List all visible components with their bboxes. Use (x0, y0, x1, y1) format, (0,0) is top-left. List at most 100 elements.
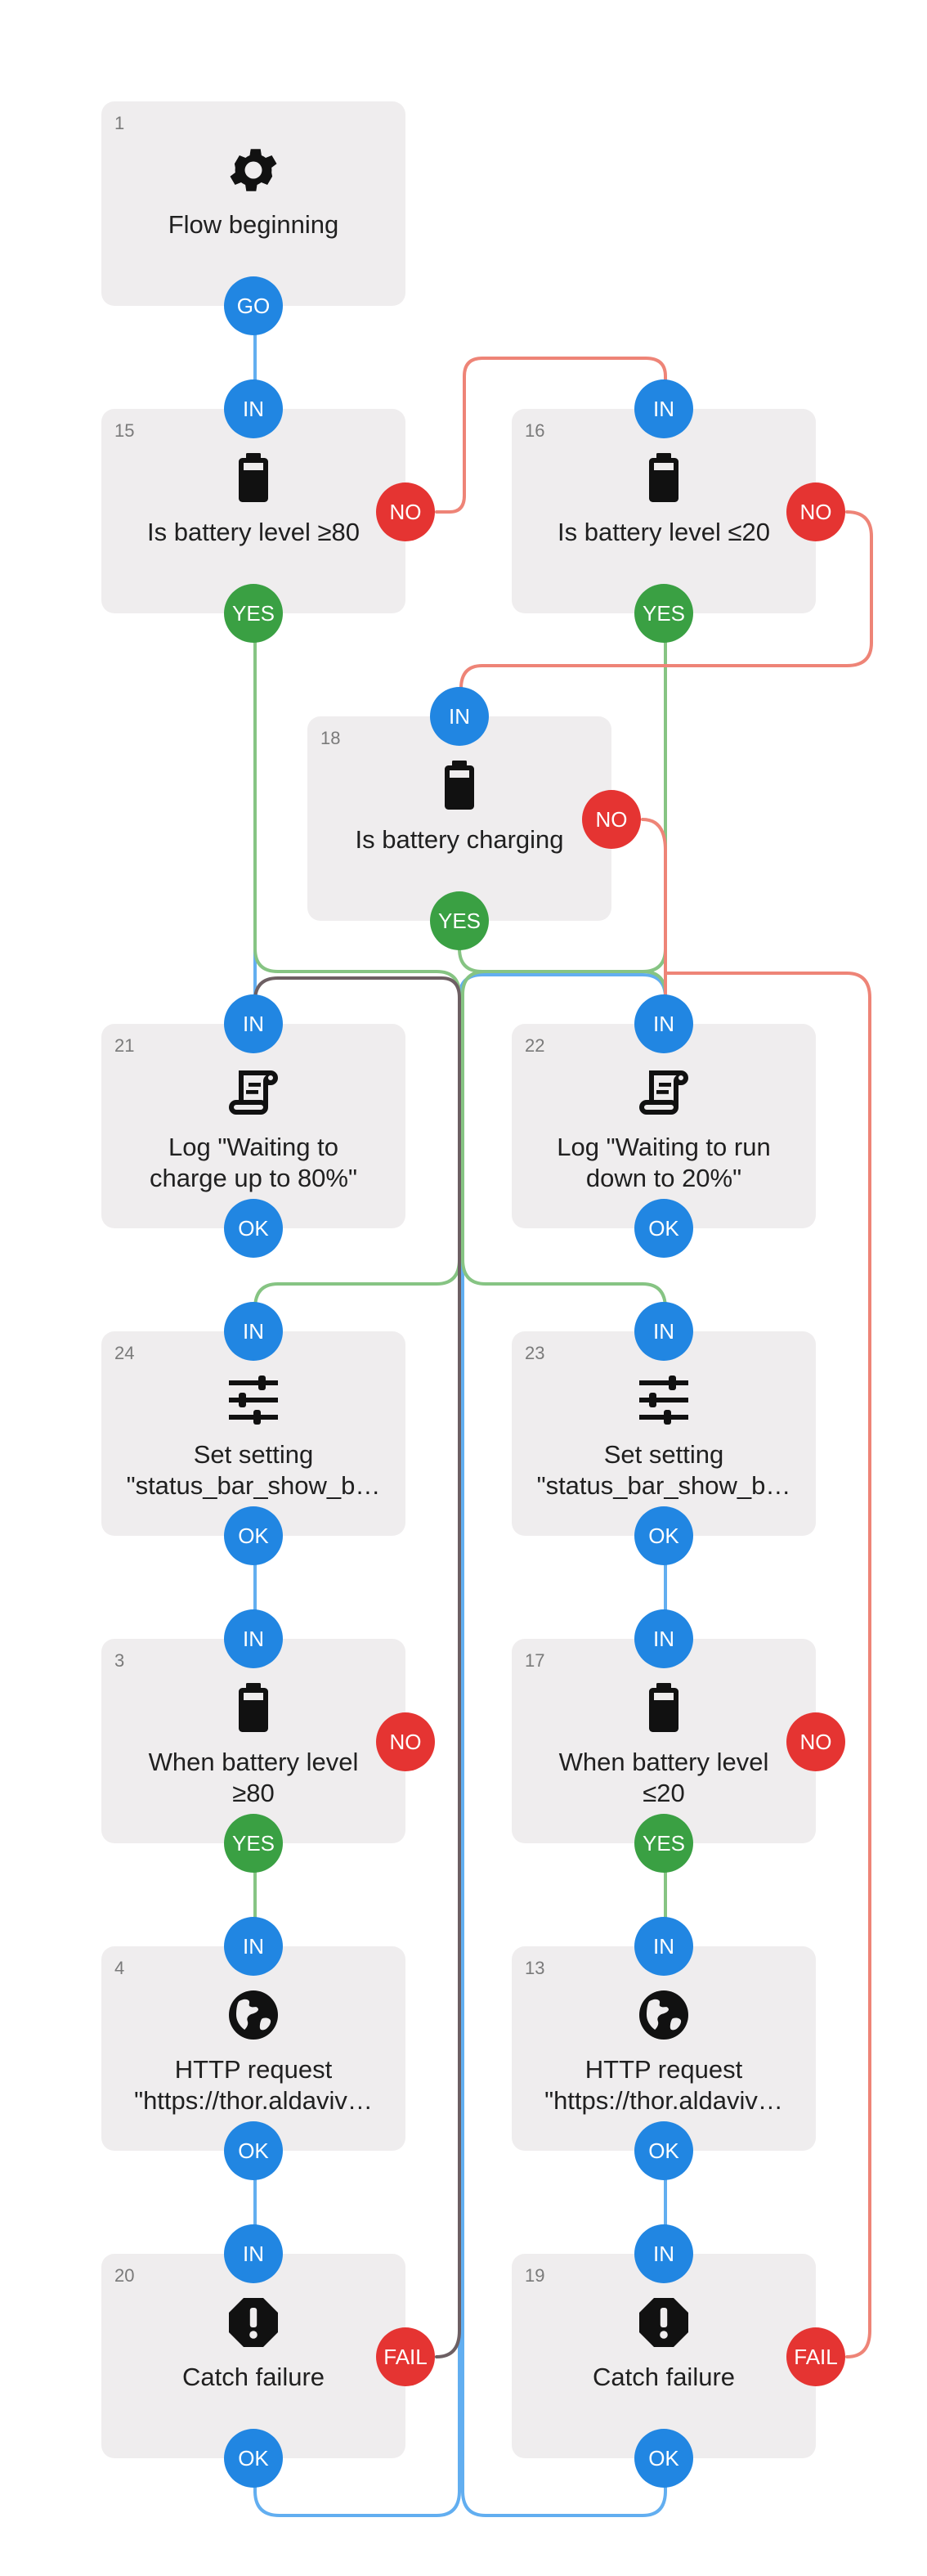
node-id-label: 13 (525, 1958, 545, 1978)
port-ok-node-4[interactable]: OK (224, 2121, 283, 2180)
port-yes-node-18[interactable]: YES (430, 891, 489, 950)
alert-icon (221, 2290, 286, 2355)
node-id-label: 23 (525, 1343, 545, 1363)
port-no-node-18[interactable]: NO (582, 790, 641, 849)
port-no-node-17[interactable]: NO (786, 1712, 845, 1771)
port-ok-node-23[interactable]: OK (634, 1506, 693, 1565)
port-no-node-3[interactable]: NO (376, 1712, 435, 1771)
port-no-node-15[interactable]: NO (376, 482, 435, 541)
port-in-node-4[interactable]: IN (224, 1917, 283, 1976)
node-title: Is battery level ≥80 (147, 518, 360, 546)
port-yes-node-16[interactable]: YES (634, 584, 693, 643)
node-id-label: 21 (114, 1035, 135, 1056)
node-title: Catch failure (181, 2363, 325, 2391)
node-id-label: 3 (114, 1650, 125, 1671)
node-title: When battery level ≥80 (148, 1748, 359, 1807)
node-title: When battery level ≤20 (558, 1748, 769, 1807)
sliders-icon (221, 1367, 286, 1433)
port-in-node-13[interactable]: IN (634, 1917, 693, 1976)
connection-wire (458, 919, 667, 996)
connection-wire (641, 818, 667, 1025)
port-yes-node-3[interactable]: YES (224, 1814, 283, 1873)
scroll-icon (631, 1060, 696, 1125)
battery-icon (221, 1675, 286, 1740)
port-in-node-20[interactable]: IN (224, 2224, 283, 2283)
node-title: Is battery charging (355, 825, 564, 854)
gear-icon (221, 137, 286, 203)
node-title: Log "Waiting to charge up to 80%" (149, 1133, 357, 1192)
port-ok-node-24[interactable]: OK (224, 1506, 283, 1565)
port-in-node-21[interactable]: IN (224, 994, 283, 1053)
globe-icon (221, 1982, 286, 2048)
port-ok-node-21[interactable]: OK (224, 1199, 283, 1258)
port-in-node-16[interactable]: IN (634, 379, 693, 438)
node-title: HTTP request "https://thor.aldaviv… (544, 2055, 783, 2115)
scroll-icon (221, 1060, 286, 1125)
port-fail-node-20[interactable]: FAIL (376, 2327, 435, 2386)
node-title: Log "Waiting to run down to 20%" (557, 1133, 771, 1192)
flow-node-18[interactable]: 18 Is battery charging (307, 716, 611, 921)
node-id-label: 4 (114, 1958, 125, 1978)
port-in-node-3[interactable]: IN (224, 1609, 283, 1668)
connection-wire (435, 357, 667, 514)
connection-wire (461, 613, 667, 1333)
flow-node-16[interactable]: 16 Is battery level ≤20 (512, 409, 816, 613)
node-title: Is battery level ≤20 (558, 518, 770, 546)
battery-icon (631, 1675, 696, 1740)
sliders-icon (631, 1367, 696, 1433)
battery-icon (221, 445, 286, 510)
connection-wire (459, 510, 873, 718)
battery-icon (427, 752, 492, 818)
node-title: Set setting "status_bar_show_b… (126, 1440, 381, 1500)
node-id-label: 19 (525, 2265, 545, 2286)
node-id-label: 15 (114, 420, 135, 441)
node-id-label: 24 (114, 1343, 135, 1363)
port-in-node-19[interactable]: IN (634, 2224, 693, 2283)
port-ok-node-19[interactable]: OK (634, 2429, 693, 2488)
flow-node-15[interactable]: 15 Is battery level ≥80 (101, 409, 405, 613)
port-in-node-24[interactable]: IN (224, 1302, 283, 1361)
globe-icon (631, 1982, 696, 2048)
battery-icon (631, 445, 696, 510)
node-id-label: 16 (525, 420, 545, 441)
port-go-node-1[interactable]: GO (224, 276, 283, 335)
port-ok-node-22[interactable]: OK (634, 1199, 693, 1258)
node-id-label: 20 (114, 2265, 135, 2286)
connection-wire (253, 976, 461, 2358)
port-in-node-15[interactable]: IN (224, 379, 283, 438)
node-title: Set setting "status_bar_show_b… (536, 1440, 791, 1500)
node-title: Catch failure (592, 2363, 736, 2391)
node-id-label: 22 (525, 1035, 545, 1056)
port-fail-node-19[interactable]: FAIL (786, 2327, 845, 2386)
port-yes-node-17[interactable]: YES (634, 1814, 693, 1873)
port-in-node-22[interactable]: IN (634, 994, 693, 1053)
port-in-node-23[interactable]: IN (634, 1302, 693, 1361)
port-no-node-16[interactable]: NO (786, 482, 845, 541)
port-in-node-18[interactable]: IN (430, 687, 489, 746)
port-yes-node-15[interactable]: YES (224, 584, 283, 643)
node-id-label: 1 (114, 113, 125, 133)
node-id-label: 17 (525, 1650, 545, 1671)
alert-icon (631, 2290, 696, 2355)
port-ok-node-20[interactable]: OK (224, 2429, 283, 2488)
node-id-label: 18 (320, 728, 341, 748)
connection-wire (461, 996, 667, 2517)
port-in-node-17[interactable]: IN (634, 1609, 693, 1668)
node-title: Flow beginning (168, 210, 339, 239)
connection-wire (664, 972, 871, 2358)
port-ok-node-13[interactable]: OK (634, 2121, 693, 2180)
node-title: HTTP request "https://thor.aldaviv… (134, 2055, 373, 2115)
